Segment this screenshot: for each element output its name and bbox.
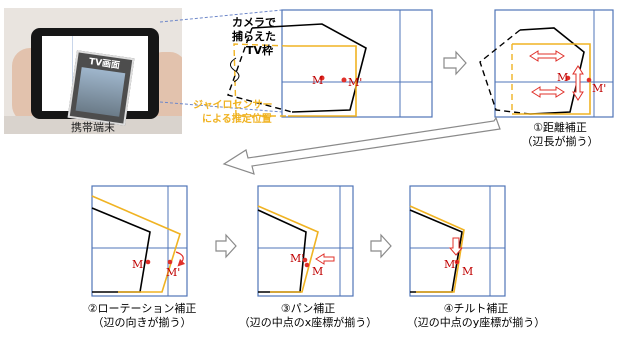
camera-frame <box>251 23 367 113</box>
step3-label-m: M <box>312 265 323 278</box>
step4-caption: ④チルト補正 （辺の中点のy座標が揃う） <box>392 302 560 330</box>
tablet-screen: TV画面 <box>42 36 148 126</box>
device-photo: TV画面 携帯端末 <box>4 8 182 134</box>
step2-caption: ②ローテーション補正 （辺の向きが揃う） <box>62 302 222 330</box>
step2-title: ②ローテーション補正 <box>87 302 197 315</box>
screen-grid-line <box>72 36 73 111</box>
step4-panel: M' M <box>409 185 506 297</box>
step1-title: ①距離補正 <box>533 121 587 134</box>
step4-point-m <box>454 259 460 265</box>
step1-label-m: M <box>557 71 568 84</box>
step4-label-m: M <box>462 265 473 278</box>
step4-label-m-prime: M' <box>444 258 458 271</box>
step2-point-m-prime <box>167 259 173 265</box>
step4-tilt-arrow <box>448 237 464 256</box>
step1-camera-frame <box>519 27 585 115</box>
step1-height-arrow <box>572 65 584 101</box>
step2-panel: M M' <box>91 185 188 297</box>
step1-camera-frame-dashed <box>479 29 531 115</box>
arrow-to-step2 <box>222 116 501 175</box>
step3-caption: ③パン補正 （辺の中点のx座標が揃う） <box>224 302 392 330</box>
step1-width-arrow-bottom <box>531 86 565 98</box>
step1-point-m-prime <box>586 77 592 83</box>
step2-point-m <box>145 259 151 265</box>
device-label: 携帯端末 <box>71 121 115 134</box>
arrow-to-step1 <box>443 50 467 76</box>
step2-note: （辺の向きが揃う） <box>92 316 192 329</box>
zoom-connector-bottom <box>159 101 283 113</box>
step3-note: （辺の中点のx座標が揃う） <box>238 316 378 329</box>
step1-point-m <box>565 75 571 81</box>
camera-label-line3: TV枠 <box>246 43 273 57</box>
step1-caption: ①距離補正 （辺長が揃う） <box>500 121 620 149</box>
zoom-connector-top <box>159 9 283 23</box>
step1-label-m-prime: M' <box>592 82 606 95</box>
step2-rotation-arrow <box>175 251 186 267</box>
main-panel-frame <box>281 9 433 118</box>
step4-title: ④チルト補正 <box>443 302 509 315</box>
camera-label-pointer <box>230 57 240 83</box>
gyro-label-line2: による推定位置 <box>202 112 272 125</box>
point-m-prime <box>341 77 347 83</box>
step3-point-m <box>302 257 308 263</box>
label-m-prime: M' <box>348 76 362 89</box>
step3-title: ③パン補正 <box>280 302 336 315</box>
step4-note: （辺の中点のy座標が揃う） <box>406 316 546 329</box>
main-panel: M M' カメラで 捕らえた TV枠 ジャイロセンサー による推定位置 <box>193 9 433 125</box>
arrow-to-step4 <box>370 233 392 259</box>
step3-label-m-prime: M' <box>290 252 304 265</box>
label-m: M <box>312 74 323 87</box>
sleeve <box>4 116 182 134</box>
step3-point-m-prime <box>304 262 310 268</box>
step3-panel: M' M <box>257 185 354 297</box>
point-m <box>319 75 325 81</box>
gyro-label-line1: ジャイロセンサー <box>193 99 273 111</box>
step3-gyro-frame <box>257 205 319 293</box>
step1-frame <box>494 9 614 118</box>
step1-panel: M M' <box>479 9 614 118</box>
gyro-frame <box>288 45 357 117</box>
step2-frame <box>91 185 188 297</box>
camera-label-line2: 捕らえた <box>232 29 276 43</box>
camera-label-line1: カメラで <box>232 16 276 29</box>
step2-label-m: M <box>132 258 143 271</box>
step2-label-m-prime: M' <box>166 266 180 279</box>
tablet-device: TV画面 <box>31 28 159 126</box>
arrow-to-step3 <box>215 233 237 259</box>
camera-frame-dashed <box>227 27 293 113</box>
step3-pan-arrow <box>315 253 335 265</box>
step2-camera-frame <box>91 207 151 293</box>
step1-note: （辺長が揃う） <box>521 135 599 148</box>
step1-width-arrow-top <box>529 50 565 62</box>
gyro-frame-dashed <box>233 43 289 117</box>
